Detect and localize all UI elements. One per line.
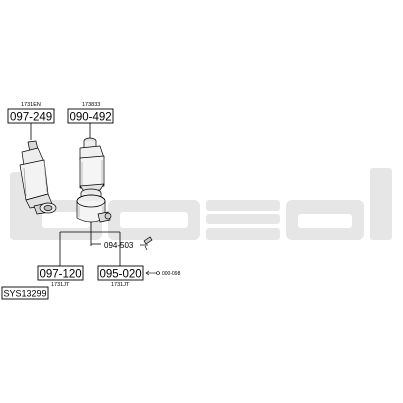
part-code-095-020[interactable]: 095-020 bbox=[100, 269, 142, 281]
canister-drawing bbox=[76, 188, 112, 232]
part-code-090-492[interactable]: 090-492 bbox=[70, 112, 112, 124]
part-code-097-120[interactable]: 097-120 bbox=[40, 269, 82, 281]
part-code-box-095-020[interactable] bbox=[97, 265, 144, 281]
accessory-094-503[interactable]: 094-503 bbox=[104, 236, 153, 251]
part-090-492[interactable]: 173833 090-492 bbox=[67, 102, 114, 192]
part-ref-090-492: 173833 bbox=[82, 102, 100, 108]
bosal-watermark: bosal bbox=[10, 168, 392, 240]
accessory-code-094-503[interactable]: 094-503 bbox=[104, 241, 134, 250]
connector-lines bbox=[59, 231, 121, 266]
part-097-120[interactable]: 097-120 1731JT bbox=[37, 265, 84, 288]
accessory-000-098[interactable]: 000-098 bbox=[145, 270, 181, 277]
clamp-icon bbox=[140, 236, 153, 251]
particulate-filter-drawing bbox=[79, 137, 105, 192]
watermark-cutouts bbox=[42, 212, 352, 228]
system-id-box bbox=[1, 286, 49, 300]
arrow-left-icon bbox=[145, 270, 160, 276]
part-095-020[interactable]: 095-020 1731JT bbox=[97, 265, 144, 288]
part-097-249[interactable]: 1731EN 097-249 bbox=[7, 102, 57, 215]
accessory-code-000-098[interactable]: 000-098 bbox=[162, 271, 181, 277]
system-id: SYS13299 bbox=[1, 286, 49, 300]
part-code-box-090-492[interactable] bbox=[67, 108, 114, 124]
part-code-097-249[interactable]: 097-249 bbox=[10, 112, 52, 124]
part-ref-097-249: 1731EN bbox=[21, 102, 41, 108]
part-ref-095-020: 1731JT bbox=[111, 282, 130, 288]
system-id-text: SYS13299 bbox=[4, 289, 47, 299]
part-code-box-097-120[interactable] bbox=[37, 265, 84, 281]
catalytic-converter-drawing bbox=[19, 140, 57, 215]
part-ref-097-120: 1731JT bbox=[51, 282, 70, 288]
